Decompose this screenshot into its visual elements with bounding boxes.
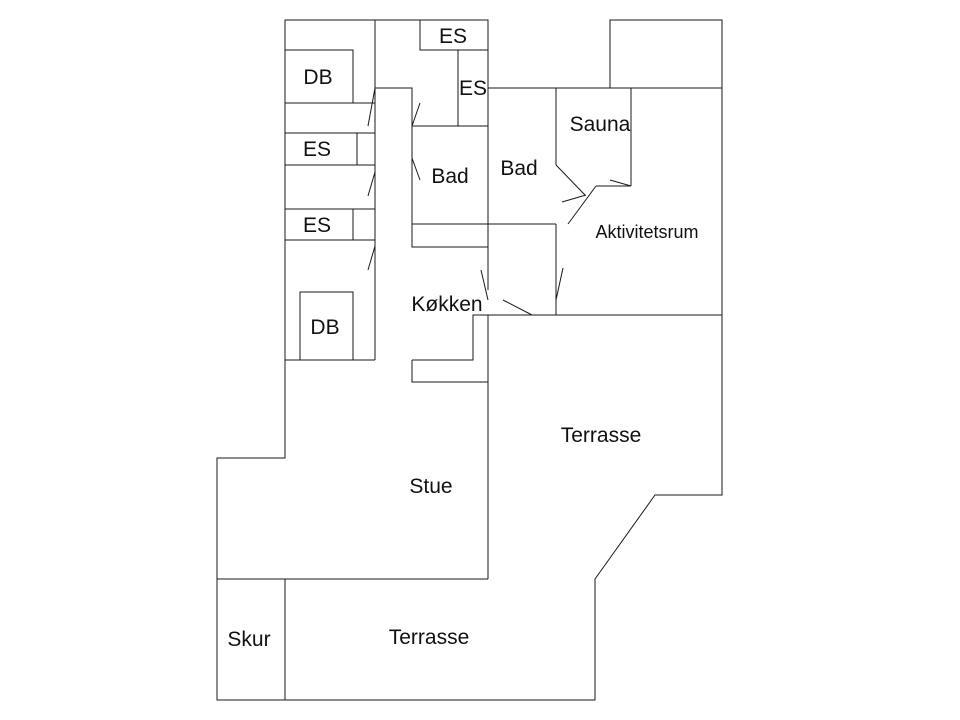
door-sauna-swing [561, 194, 587, 203]
stue-outer-wall [216, 315, 723, 701]
es-top-box [419, 19, 489, 51]
label-sauna: Sauna [570, 113, 631, 136]
kitchen-counter [412, 314, 488, 361]
label-aktivitetsrum: Aktivitetsrum [595, 222, 698, 242]
sauna-diagonal-wall [555, 164, 586, 196]
label-terrasse-bottom: Terrasse [389, 626, 470, 649]
label-db-top: DB [303, 66, 332, 89]
door-db-top [367, 87, 376, 127]
label-skur: Skur [227, 628, 270, 651]
label-es-left-2: ES [303, 214, 331, 237]
corridor-inner-wall [375, 87, 488, 248]
storage-box [609, 19, 723, 89]
label-terrasse-right: Terrasse [561, 424, 642, 447]
door-kitchen-bottom [502, 299, 533, 316]
db-top-bed [284, 49, 354, 104]
es-2-box [284, 208, 354, 241]
sauna-door-jamb [567, 185, 597, 225]
room-labels: DB ES ES ES ES DB Bad Bad Sauna Aktivite… [227, 25, 698, 651]
walls [216, 19, 723, 701]
kitchen-counter-lower [411, 360, 488, 383]
db-bottom-bed [299, 291, 354, 361]
label-es-left-1: ES [303, 138, 331, 161]
label-bad-right: Bad [500, 157, 537, 180]
label-stue: Stue [409, 475, 452, 498]
label-es-top: ES [439, 25, 467, 48]
label-db-bottom: DB [310, 316, 339, 339]
label-kokken: Køkken [411, 293, 482, 316]
door-kitchen [480, 269, 489, 301]
door-sauna-right [609, 179, 632, 187]
label-bad-left: Bad [431, 165, 468, 188]
door-corridor [411, 102, 421, 127]
label-es-hall: ES [459, 77, 487, 100]
es-1-box [284, 132, 358, 166]
doors [367, 87, 632, 316]
door-aktivitetsrum [555, 267, 564, 301]
door-bad-left [411, 157, 421, 181]
door-es-1 [367, 171, 376, 197]
left-wing-outer-wall [284, 19, 489, 360]
door-es-2 [367, 245, 376, 271]
